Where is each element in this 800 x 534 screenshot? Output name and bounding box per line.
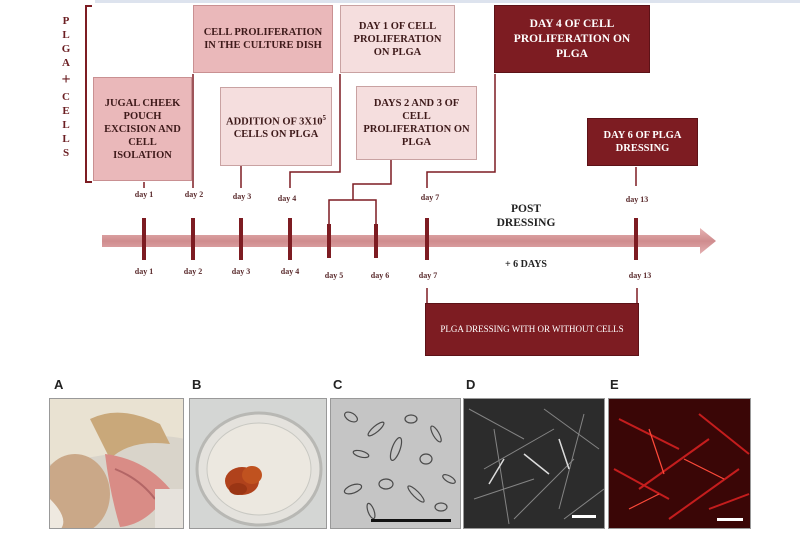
bottom-day-label: day 5 [324,271,344,280]
post-dressing-label: POST DRESSING [496,203,556,229]
photo-b-petri-dish [189,398,327,529]
top-day-label: day 3 [232,192,252,201]
top-day-label: day 13 [625,195,649,204]
panel-label-d: D [466,377,476,392]
bottom-day-label: day 3 [231,267,251,276]
top-rule [95,0,800,3]
photo-d-grayscale-microscopy [463,398,605,529]
panel-label-e: E [610,377,619,392]
box-proliferation-culture-dish: CELL PROLIFERATION IN THE CULTURE DISH [193,5,333,73]
plus-six-days-label: + 6 DAYS [504,259,547,270]
box-day6-plga-dressing: DAY 6 OF PLGA DRESSING [587,118,698,166]
bottom-day-label: day 7 [418,271,438,280]
bottom-day-label: day 1 [134,267,154,276]
connector-day4 [289,74,341,188]
bracket-days-5-6 [328,199,377,226]
top-day-label: day 1 [134,190,154,199]
bottom-day-label: day 6 [370,271,390,280]
box-day1-proliferation-plga: DAY 1 OF CELL PROLIFERATION ON PLGA [340,5,455,73]
timeline-arrow [102,228,716,254]
panel-label-a: A [54,377,64,392]
panel-label-b: B [192,377,202,392]
bottom-day-label: day 4 [280,267,300,276]
top-day-label: day 7 [420,193,440,202]
timeline-ticks [142,218,638,260]
connector-days23 [352,160,392,200]
left-bracket [85,5,92,183]
bottom-day-label: day 13 [628,271,652,280]
bottom-day-label: day 2 [183,267,203,276]
box-jugal-cheek-pouch: JUGAL CHEEK POUCH EXCISION AND CELL ISOL… [93,77,192,181]
top-day-label: day 2 [184,190,204,199]
photo-a-cheek-pouch [49,398,184,529]
panel-label-c: C [333,377,343,392]
connector-day7 [426,74,496,188]
top-day-label: day 4 [277,194,297,203]
photo-c-phase-contrast-cells [330,398,461,529]
box-day4-proliferation: DAY 4 OF CELL PROLIFERATION ON PLGA [494,5,650,73]
box-plga-dressing-with-without-cells: PLGA DRESSING WITH OR WITHOUT CELLS [425,303,639,356]
box-addition-of-cells: ADDITION OF 3X105 CELLS ON PLGA [220,87,332,166]
box-days-2-3-proliferation: DAYS 2 AND 3 OF CELL PROLIFERATION ON PL… [356,86,477,160]
photo-e-red-fluorescence [608,398,751,529]
